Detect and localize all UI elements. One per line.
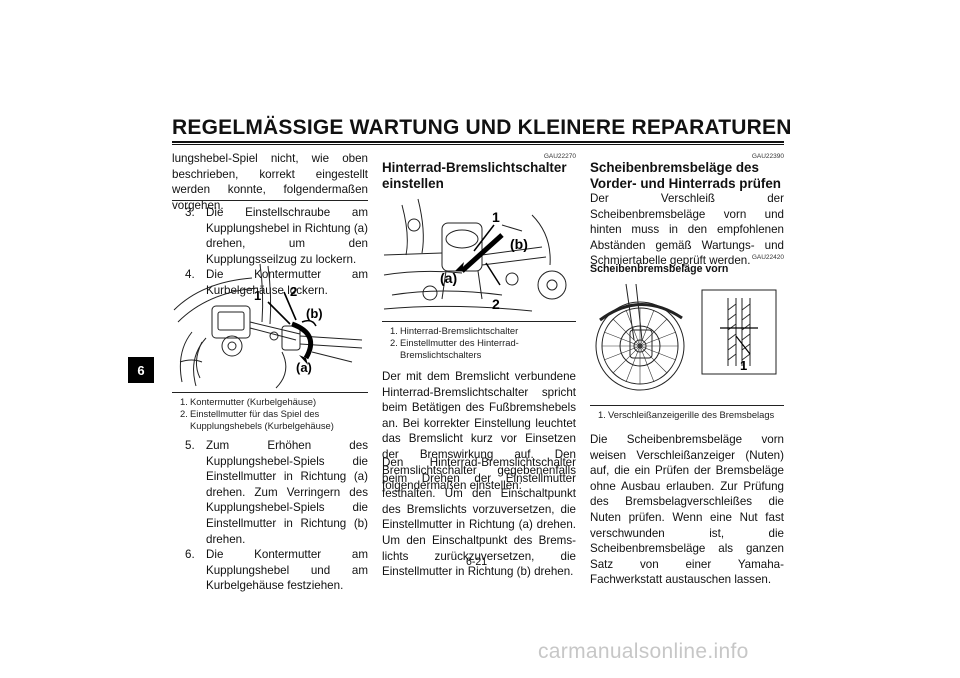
col2-body: Der mit dem Bremslicht verbundene Hinter… xyxy=(382,370,576,493)
step-3: 3. Die Einstellschraube am Kupplungs­heb… xyxy=(185,206,368,266)
col3-doc-code: GAU22390 xyxy=(751,153,784,160)
col3-captions: 1. Verschleißanzeigerille des Bremsbelag… xyxy=(598,409,784,421)
fig1-label-1: 1 xyxy=(254,288,261,303)
fig2-label-a: (a) xyxy=(440,270,457,286)
fig1-label-2: 2 xyxy=(290,284,297,299)
col1-divider xyxy=(172,200,368,201)
fig2-label-b: (b) xyxy=(510,236,528,252)
caption-item: 1. Hinterrad-Bremslichtschalter xyxy=(390,325,519,336)
page-number: 6-21 xyxy=(466,556,488,568)
brake-pad-figure: 1 xyxy=(595,283,777,391)
chapter-tab: 6 xyxy=(128,357,154,383)
col1-captions: 1. Kontermutter (Kurbelgehäuse) 2. Einst… xyxy=(180,396,368,433)
fig1-label-a: (a) xyxy=(296,360,312,375)
clutch-figure: 1 2 (b) (a) xyxy=(173,263,363,389)
step-5: 5. Zum Erhöhen des Kupplungshe­bel-Spiel… xyxy=(185,439,368,546)
col3-subheading: Scheibenbremsbeläge vorn xyxy=(590,263,729,275)
col1-steps-b: 5. Zum Erhöhen des Kupplungshe­bel-Spiel… xyxy=(185,438,368,594)
page-title: REGELMÄSSIGE WARTUNG UND KLEINERE REPARA… xyxy=(172,116,792,139)
col2-heading: Hinterrad-Bremslichtschalter einstellen xyxy=(382,160,567,191)
watermark: carmanualsonline.info xyxy=(538,640,749,663)
col3-fig-divider xyxy=(590,405,784,406)
caption-item: 1. Verschleißanzeigerille des Bremsbelag… xyxy=(598,409,775,420)
caption-item: 1. Kontermutter (Kurbelgehäuse) xyxy=(180,396,317,407)
title-rule-thin xyxy=(172,144,784,145)
step-6: 6. Die Kontermutter am Kupplungshebel un… xyxy=(185,548,368,593)
col2-captions: 1. Hinterrad-Bremslichtschalter 2. Einst… xyxy=(390,325,576,362)
caption-item: 2. Einstellmutter für das Spiel des Kupp… xyxy=(180,408,334,432)
col3-intro: Der Verschleiß der Scheibenbremsbeläge v… xyxy=(590,192,784,268)
brake-light-figure: 1 (b) (a) 2 xyxy=(383,198,567,312)
col1-fig-divider xyxy=(172,392,368,393)
col2-fig-divider xyxy=(382,321,576,322)
fig1-label-b: (b) xyxy=(306,306,323,321)
title-rule xyxy=(172,141,784,143)
col1-intro: lungshebel-Spiel nicht, wie oben beschri… xyxy=(172,152,368,212)
col2-doc-code: GAU22270 xyxy=(543,153,576,160)
fig2-label-2: 2 xyxy=(492,296,500,312)
col1-steps-a: 3. Die Einstellschraube am Kupplungs­heb… xyxy=(185,205,368,299)
col2-body-2: Den Hinterrad-Bremslichtschalter beim Dr… xyxy=(382,456,576,579)
fig2-label-1: 1 xyxy=(492,209,500,225)
col3-doc-code-2: GAU22420 xyxy=(751,254,784,261)
caption-item: 2. Einstellmutter des Hinterrad-Bremslic… xyxy=(390,337,519,361)
fig3-label-1: 1 xyxy=(740,358,747,373)
col3-heading: Scheibenbremsbeläge des Vorder- und Hint… xyxy=(590,160,781,191)
col3-body: Die Scheibenbremsbeläge vorn weisen Vers… xyxy=(590,433,784,587)
